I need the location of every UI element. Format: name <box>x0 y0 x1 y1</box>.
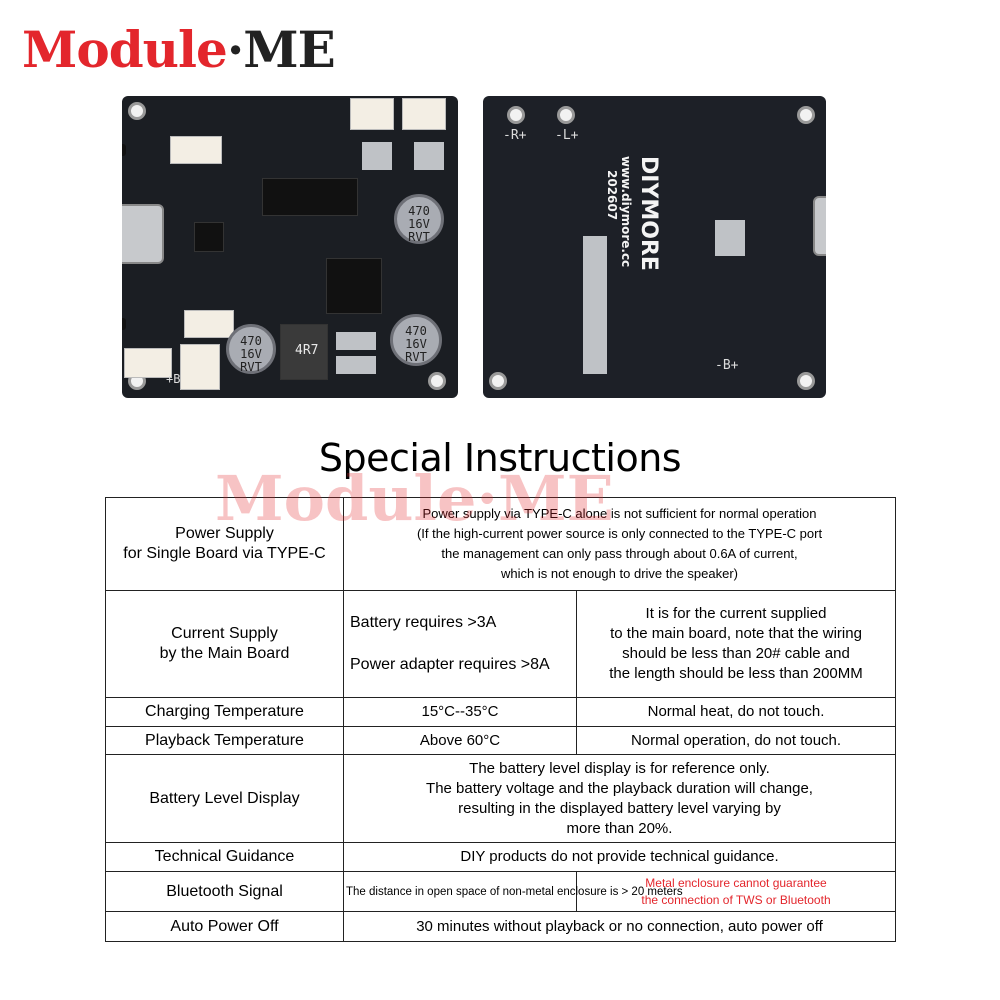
logo-dot: · <box>226 20 244 79</box>
table-row: Charging Temperature 15°C--35°C Normal h… <box>105 697 897 727</box>
processor-chip <box>326 258 382 314</box>
table-row: Battery Level Display The battery level … <box>105 754 897 843</box>
chip-pad <box>715 220 745 256</box>
row-label: Charging Temperature <box>105 697 344 727</box>
row-label: Power Supply for Single Board via TYPE-C <box>105 497 344 591</box>
left-speaker-label: -L+ <box>555 128 579 143</box>
row-requirements: Battery requires >3A Power adapter requi… <box>343 590 577 698</box>
row-value: Above 60°C <box>343 726 577 755</box>
inductor-label: 4R7 <box>295 343 319 358</box>
warning-line: Metal enclosure cannot guarantee <box>645 875 827 890</box>
capacitor-label: 470 16V RVT <box>240 334 262 374</box>
note-line: should be less than 20# cable and <box>622 645 850 662</box>
content-line: resulting in the displayed battery level… <box>458 799 781 817</box>
row-note: Normal heat, do not touch. <box>575 697 897 727</box>
note-line: the length should be less than 200MM <box>609 665 863 682</box>
connector <box>180 344 220 390</box>
label-line: for Single Board via TYPE-C <box>123 545 326 562</box>
connector <box>402 98 446 130</box>
table-row: Bluetooth Signal The distance in open sp… <box>105 871 897 912</box>
mount-hole <box>128 102 146 120</box>
mount-hole <box>507 106 525 124</box>
capacitor: 470 16V RVT <box>226 324 276 374</box>
usb-c-port <box>122 204 164 264</box>
capacitor: 470 16V RVT <box>394 194 444 244</box>
note-line: to the main board, note that the wiring <box>610 625 862 642</box>
capacitor: 470 16V RVT <box>390 314 442 366</box>
right-speaker-label: -R+ <box>503 128 527 143</box>
label-line: Current Supply <box>171 625 278 642</box>
battery-side-label: +B <box>166 372 181 386</box>
chip <box>194 222 224 252</box>
row-note: It is for the current supplied to the ma… <box>575 590 897 698</box>
amplifier-chip <box>262 178 358 216</box>
board-front-image: 4R7 470 16V RVT 470 16V RVT 470 16V RVT … <box>122 96 458 398</box>
battery-label: -B+ <box>715 358 739 373</box>
mount-hole <box>489 372 507 390</box>
label-line: Power Supply <box>175 525 274 542</box>
table-row: Auto Power Off 30 minutes without playba… <box>105 911 897 942</box>
warning-line: the connection of TWS or Bluetooth <box>641 892 831 907</box>
content-line: the management can only pass through abo… <box>441 546 798 561</box>
logo-part-1: Module <box>22 20 228 79</box>
capacitor-label: 470 16V RVT <box>405 324 427 364</box>
row-content: Power supply via TYPE-C alone is not suf… <box>342 497 897 591</box>
board-code-label: 202607 <box>605 170 619 221</box>
switch-button <box>122 318 126 330</box>
content-line: more than 20%. <box>566 819 673 837</box>
row-label: Auto Power Off <box>105 911 344 942</box>
row-label: Bluetooth Signal <box>105 871 344 912</box>
requirement-line: Battery requires >3A <box>350 614 497 631</box>
capacitor-label: 470 16V RVT <box>408 204 430 244</box>
row-content: DIY products do not provide technical gu… <box>342 842 897 872</box>
row-value: The distance in open space of non-metal … <box>343 871 683 912</box>
requirement-line: Power adapter requires >8A <box>350 656 550 673</box>
row-label: Playback Temperature <box>105 726 344 755</box>
mount-hole <box>428 372 446 390</box>
inductor-pad <box>362 142 392 170</box>
row-label: Current Supply by the Main Board <box>105 590 344 698</box>
website-label: www.diymore.cc <box>619 156 633 268</box>
table-row: Playback Temperature Above 60°C Normal o… <box>105 726 897 755</box>
table-row: Current Supply by the Main Board Battery… <box>105 590 897 698</box>
note-line: It is for the current supplied <box>645 605 827 622</box>
switch-button <box>122 144 126 156</box>
inductor-pad <box>414 142 444 170</box>
mount-hole <box>557 106 575 124</box>
row-note: Normal operation, do not touch. <box>575 726 897 755</box>
row-content: The battery level display is for referen… <box>342 754 897 843</box>
board-back-image: -R+ -L+ -B+ DIYMORE www.diymore.cc 20260… <box>483 96 826 398</box>
row-value: 15°C--35°C <box>343 697 577 727</box>
connector <box>350 98 394 130</box>
component-pad <box>336 356 376 374</box>
content-line: The battery voltage and the playback dur… <box>426 779 813 797</box>
label-line: by the Main Board <box>159 645 290 662</box>
inductor: 4R7 <box>280 324 328 380</box>
row-content: 30 minutes without playback or no connec… <box>342 911 897 942</box>
table-row: Power Supply for Single Board via TYPE-C… <box>105 497 897 591</box>
brand-logo: Module·ME <box>22 20 336 80</box>
product-photo: 4R7 470 16V RVT 470 16V RVT 470 16V RVT … <box>0 70 1000 430</box>
content-line: The battery level display is for referen… <box>469 759 770 777</box>
mount-hole <box>797 372 815 390</box>
row-label: Battery Level Display <box>105 754 344 843</box>
instructions-table: Power Supply for Single Board via TYPE-C… <box>105 497 897 942</box>
table-row: Technical Guidance DIY products do not p… <box>105 842 897 872</box>
page-title: Special Instructions <box>318 436 682 480</box>
row-label: Technical Guidance <box>105 842 344 872</box>
logo-part-2: ME <box>243 20 335 79</box>
content-line: Power supply via TYPE-C alone is not suf… <box>422 506 817 521</box>
mount-hole <box>797 106 815 124</box>
content-line: (If the high-current power source is onl… <box>416 526 823 541</box>
heat-pad <box>583 236 607 374</box>
content-line: which is not enough to drive the speaker… <box>500 566 739 581</box>
connector <box>124 348 172 378</box>
component-pad <box>336 332 376 350</box>
usb-c-port <box>813 196 826 256</box>
connector <box>184 310 234 338</box>
row-warning: Metal enclosure cannot guarantee the con… <box>575 871 897 912</box>
brand-label: DIYMORE <box>636 156 661 271</box>
connector <box>170 136 222 164</box>
